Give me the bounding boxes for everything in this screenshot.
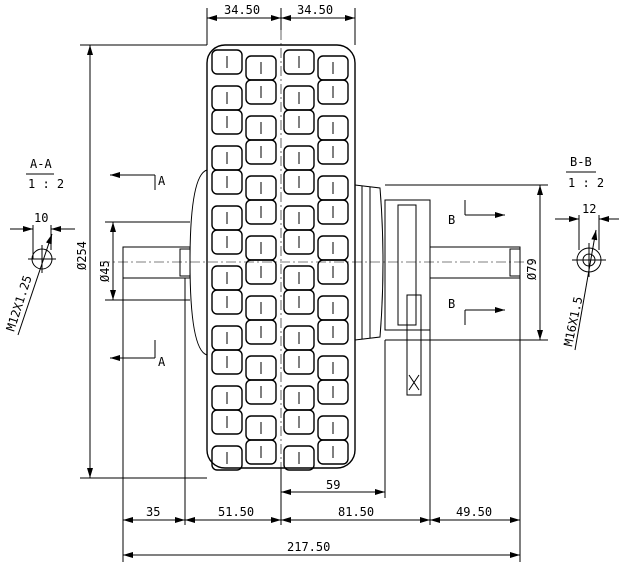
- tread-block: [317, 79, 349, 105]
- tread-block: [245, 319, 277, 345]
- tread-block: [211, 109, 243, 135]
- dimension-lines: [87, 15, 543, 558]
- tread-block: [283, 409, 315, 435]
- tread-block: [211, 169, 243, 195]
- tread-block: [283, 349, 315, 375]
- hub-right: [354, 184, 431, 341]
- brake-lever: [406, 294, 422, 396]
- extension-lines: [80, 8, 548, 562]
- tread-block: [211, 289, 243, 315]
- dim-seg1: 35: [146, 505, 160, 519]
- tread-block: [245, 439, 277, 465]
- tread-block: [283, 289, 315, 315]
- tread-block: [211, 445, 243, 471]
- left-shaft: [122, 246, 191, 279]
- tread-block: [317, 379, 349, 405]
- section-a-letter: A: [158, 174, 166, 188]
- dim-shaft-diameter: Ø45: [98, 260, 112, 282]
- dimension-labels: 34.50 34.50 Ø254 Ø45 Ø79 59 35 51.50 81.…: [75, 3, 539, 554]
- tread-block: [245, 79, 277, 105]
- dim-seg4: 49.50: [456, 505, 492, 519]
- section-b-thread: M16X1.5: [561, 295, 585, 347]
- hub-left: [189, 169, 208, 356]
- section-a-thread: M12X1.25: [4, 274, 35, 333]
- tread-block: [317, 259, 349, 285]
- dim-hub-diameter: Ø79: [525, 258, 539, 280]
- tread-block: [245, 259, 277, 285]
- section-b-letter: B: [448, 213, 455, 227]
- tread-block: [211, 349, 243, 375]
- dim-hub-offset: 59: [326, 478, 340, 492]
- tread-block: [245, 199, 277, 225]
- section-b-label: B-B: [570, 155, 592, 169]
- section-arrows: A A B B: [110, 172, 505, 369]
- section-a-width: 10: [34, 211, 48, 225]
- right-shaft: [429, 246, 521, 279]
- tread-block: [245, 379, 277, 405]
- tread-block: [245, 139, 277, 165]
- section-a-letter: A: [158, 355, 166, 369]
- tread-block: [283, 109, 315, 135]
- section-b-view: B-B 1 : 2 12 M16X1.5: [555, 155, 619, 351]
- tread-block: [283, 169, 315, 195]
- tread-block: [283, 49, 315, 75]
- tread-block: [283, 445, 315, 471]
- tread-block: [317, 139, 349, 165]
- section-b-letter: B: [448, 297, 455, 311]
- section-b-scale: 1 : 2: [568, 176, 604, 190]
- tread-block: [317, 319, 349, 345]
- dim-seg3: 81.50: [338, 505, 374, 519]
- dim-tire-diameter: Ø254: [75, 241, 89, 270]
- tread-block: [211, 409, 243, 435]
- tread-block: [211, 49, 243, 75]
- tread-block: [211, 229, 243, 255]
- tread-block: [317, 199, 349, 225]
- section-a-label: A-A: [30, 157, 52, 171]
- tire: [206, 44, 356, 471]
- section-a-scale: 1 : 2: [28, 177, 64, 191]
- dim-top-right: 34.50: [297, 3, 333, 17]
- section-a-view: A-A 1 : 2 10 M12X1.25: [4, 157, 75, 336]
- dim-seg2: 51.50: [218, 505, 254, 519]
- section-b-width: 12: [582, 202, 596, 216]
- dim-overall: 217.50: [287, 540, 330, 554]
- tread-block: [283, 229, 315, 255]
- dim-top-left: 34.50: [224, 3, 260, 17]
- tread-block: [317, 439, 349, 465]
